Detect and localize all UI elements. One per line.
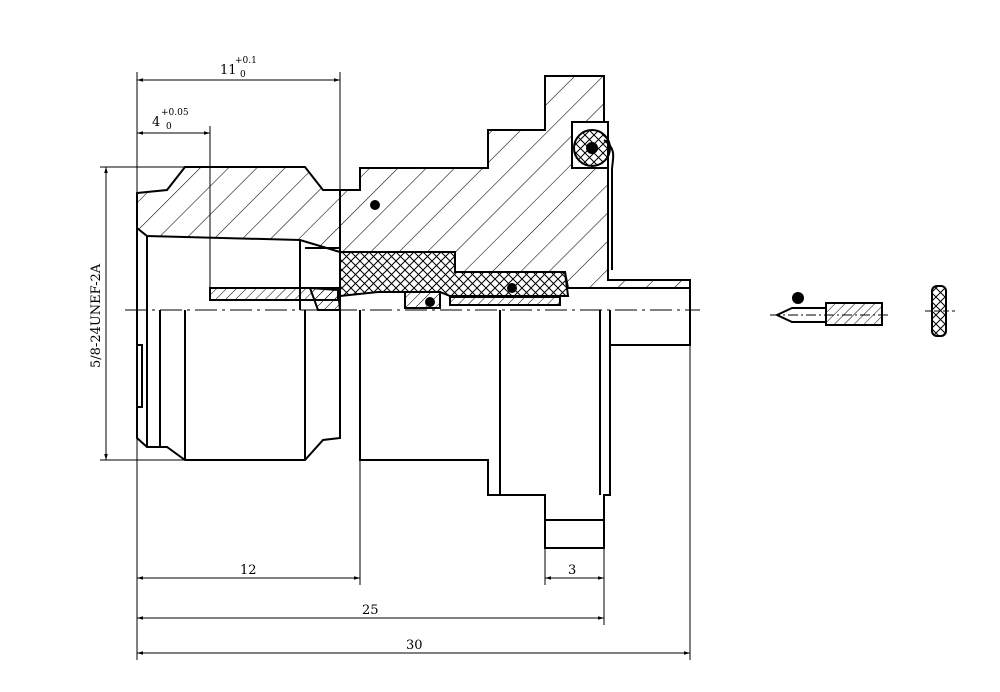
dim-4-lower: 0: [166, 122, 172, 132]
contact-pin-section: [209, 286, 561, 311]
socket-detail-view: [925, 285, 955, 337]
coupling-nut-section: [136, 166, 341, 254]
screw-dot-1: [370, 200, 380, 210]
dim-12-value: 12: [240, 563, 257, 578]
o-ring: [571, 121, 611, 169]
dim-25-value: 25: [362, 603, 379, 618]
dim-30-value: 30: [406, 638, 423, 653]
screw-dot-2: [507, 283, 517, 293]
dim-11-lower: 0: [240, 70, 246, 80]
dim-11-upper: +0.1: [235, 56, 257, 66]
dim-4-value: 4: [152, 115, 160, 130]
dim-4-upper: +0.05: [161, 108, 189, 118]
dim-11-value: 11: [220, 63, 237, 78]
pin-detail-view: [770, 292, 890, 326]
dimension-lines: [100, 72, 691, 660]
dim-3-value: 3: [568, 563, 576, 578]
thread-spec-label: 5/8-24UNEF-2A: [89, 263, 104, 368]
panel-edge: [603, 139, 615, 270]
